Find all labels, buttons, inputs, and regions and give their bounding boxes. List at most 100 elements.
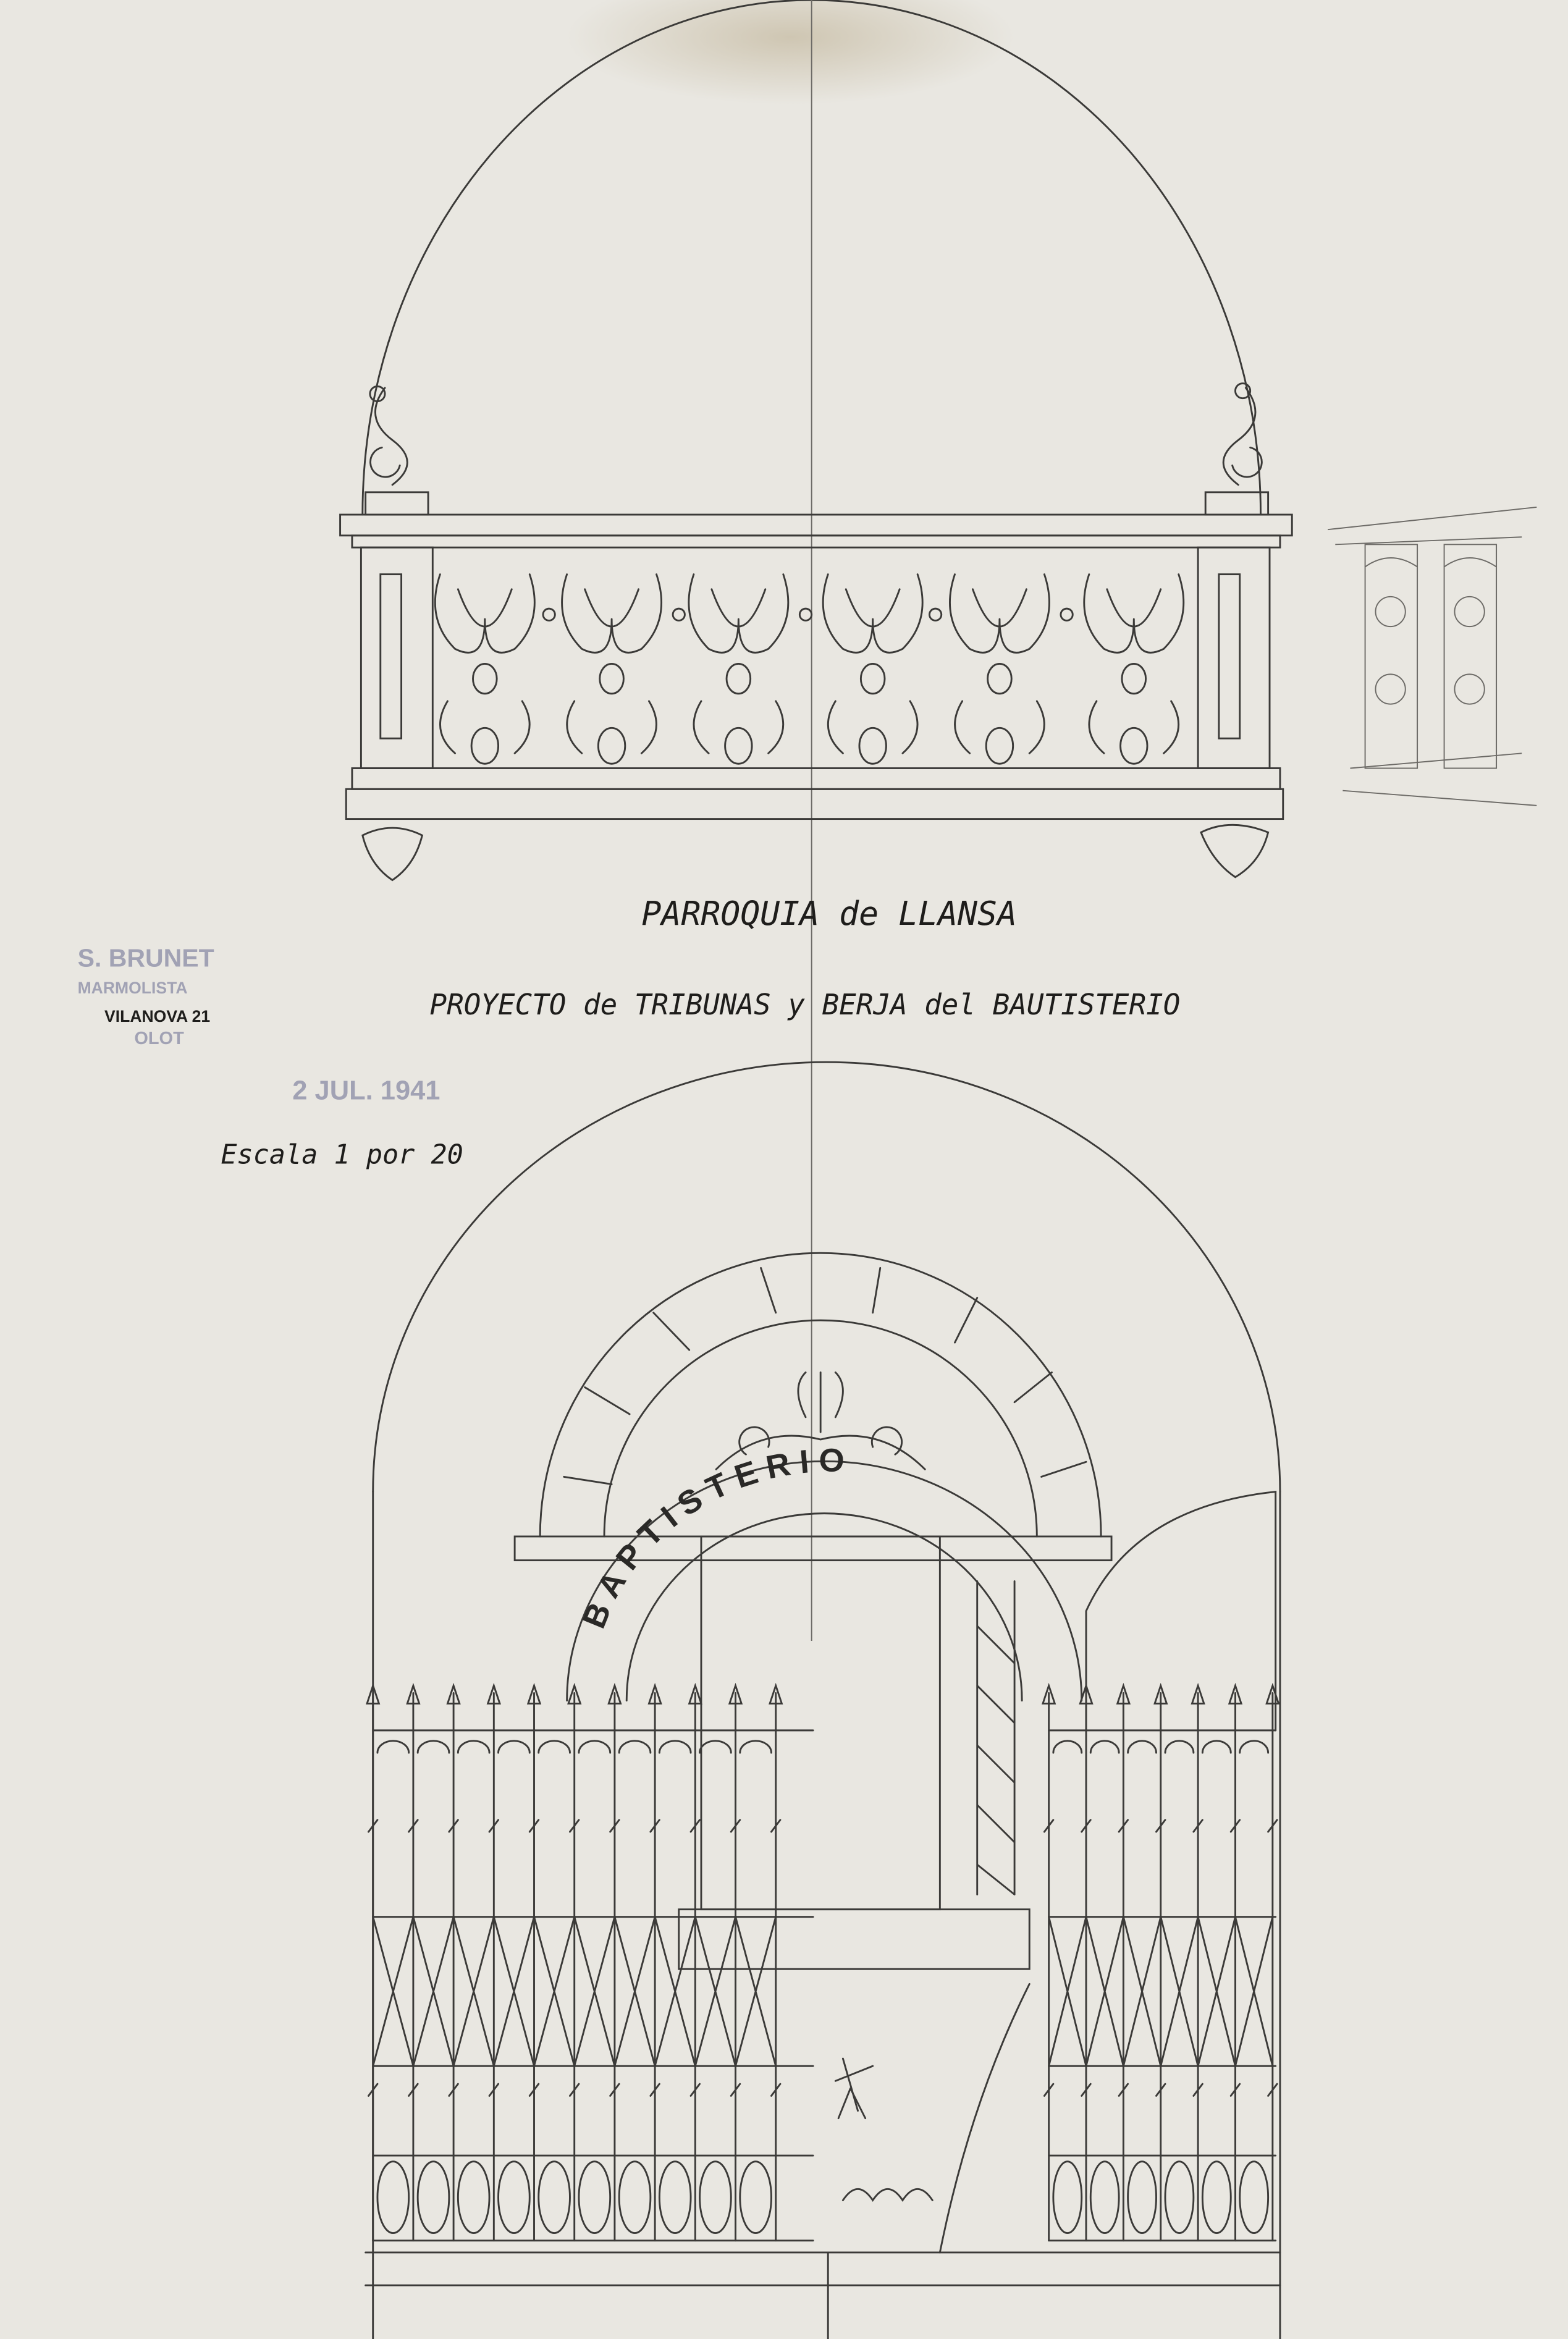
oval-panel: [1164, 2160, 1195, 2235]
inner-door: [678, 1535, 1031, 2254]
baluster-medallion: [472, 663, 498, 695]
column-sketch: [1328, 506, 1537, 806]
left-railing: [366, 1682, 814, 2242]
baluster-ring: [1060, 607, 1074, 622]
scroll-loop: [457, 1740, 491, 1754]
baluster-medallion: [724, 727, 753, 765]
water-stain: [567, 0, 1014, 104]
stamp-city: OLOT: [134, 1029, 184, 1048]
oval-panel: [497, 2160, 531, 2235]
lattice-cross: [1234, 1916, 1274, 2067]
baluster-medallion: [597, 727, 626, 765]
baluster-medallion: [859, 663, 886, 695]
picket-twist: [1267, 1819, 1278, 2097]
oval-panel: [1239, 2160, 1270, 2235]
baluster-scroll: [1083, 573, 1185, 654]
lattice-cross: [613, 1916, 656, 2067]
lattice-cross: [372, 1916, 415, 2067]
spear-finial: [486, 1682, 501, 1705]
picket-twist: [1081, 1819, 1092, 2097]
oval-panel: [618, 2160, 652, 2235]
tribune-elevation: [339, 0, 1537, 1641]
left-bracket: [361, 827, 424, 882]
lattice-cross: [654, 1916, 696, 2067]
baluster-ring: [928, 607, 943, 622]
right-finial-scroll: [1222, 387, 1263, 486]
scroll-loop: [537, 1740, 571, 1754]
scroll-loop: [699, 1740, 732, 1754]
baptistery-gate-elevation: BAPTISTERIO: [365, 1061, 1281, 2339]
baluster-scroll: [566, 700, 657, 754]
baluster-scroll: [561, 573, 663, 654]
spear-finial: [607, 1682, 622, 1705]
gate-crest: [715, 1371, 926, 1470]
gate-arch-band-inner: [625, 1512, 1023, 1702]
scale-note: Escala 1 por 20: [221, 1139, 463, 1170]
picket-twist: [609, 1819, 620, 2097]
oval-panel: [376, 2160, 410, 2235]
spear-finial: [446, 1682, 461, 1705]
picket-twist: [1043, 1819, 1055, 2097]
picket-twist: [528, 1819, 540, 2097]
left-finial-scroll: [369, 387, 408, 486]
right-railing: [1041, 1682, 1280, 2242]
maker-stamp: S. BRUNET MARMOLISTA VILANOVA 21 OLOT: [78, 944, 214, 1049]
stamp-name: S. BRUNET: [78, 944, 214, 972]
lattice-cross: [412, 1916, 455, 2067]
baluster-medallion: [1119, 727, 1149, 765]
stamp-trade: MARMOLISTA: [78, 979, 188, 997]
lattice-cross: [1197, 1916, 1236, 2067]
baluster-medallion: [987, 663, 1013, 695]
scroll-loop: [578, 1740, 612, 1754]
picket-twist: [1155, 1819, 1166, 2097]
baluster-medallion: [1121, 663, 1147, 695]
picket-twist: [770, 1819, 782, 2097]
baluster-medallion: [470, 727, 500, 765]
balustrade: [339, 382, 1293, 882]
picket-twist: [1229, 1819, 1241, 2097]
spear-finial: [1079, 1682, 1094, 1705]
oval-panel: [739, 2160, 772, 2235]
left-post: [360, 546, 434, 769]
lattice-cross: [492, 1916, 535, 2067]
spear-finial: [769, 1682, 783, 1705]
lattice-cross: [452, 1916, 495, 2067]
spear-finial: [1041, 1682, 1056, 1705]
oval-panel: [658, 2160, 692, 2235]
scroll-loop: [416, 1740, 450, 1754]
scroll-loop: [1239, 1740, 1270, 1754]
spear-finial: [1116, 1682, 1131, 1705]
baluster-ornaments: [434, 573, 1185, 765]
oval-panel: [1201, 2160, 1232, 2235]
lattice-cross: [1048, 1916, 1087, 2067]
spear-finial: [366, 1682, 381, 1705]
oval-panel: [1089, 2160, 1120, 2235]
baluster-scroll: [439, 700, 531, 754]
right-post: [1197, 546, 1271, 769]
spear-finial: [406, 1682, 421, 1705]
oval-panel: [1052, 2160, 1083, 2235]
spear-finial: [1228, 1682, 1243, 1705]
spear-finial: [567, 1682, 582, 1705]
picket-twist: [649, 1819, 660, 2097]
lattice-cross: [533, 1916, 576, 2067]
picket-twist: [569, 1819, 580, 2097]
lattice-cross: [735, 1916, 777, 2067]
baluster-scroll: [434, 573, 536, 654]
scroll-loop: [376, 1740, 410, 1754]
scroll-loop: [1201, 1740, 1232, 1754]
scroll-loop: [1127, 1740, 1157, 1754]
baluster-scroll: [1088, 700, 1179, 754]
picket-twist: [730, 1819, 741, 2097]
scroll-loop: [618, 1740, 652, 1754]
picket-twist: [368, 1819, 379, 2097]
oval-panel: [457, 2160, 491, 2235]
scroll-loop: [1164, 1740, 1195, 1754]
drawing-title: PARROQUIA de LLANSA: [641, 895, 1017, 933]
gate-arch-band-outer: [566, 1460, 1083, 1702]
oval-panel: [699, 2160, 732, 2235]
scroll-loop: [497, 1740, 531, 1754]
scroll-loop: [739, 1740, 772, 1754]
